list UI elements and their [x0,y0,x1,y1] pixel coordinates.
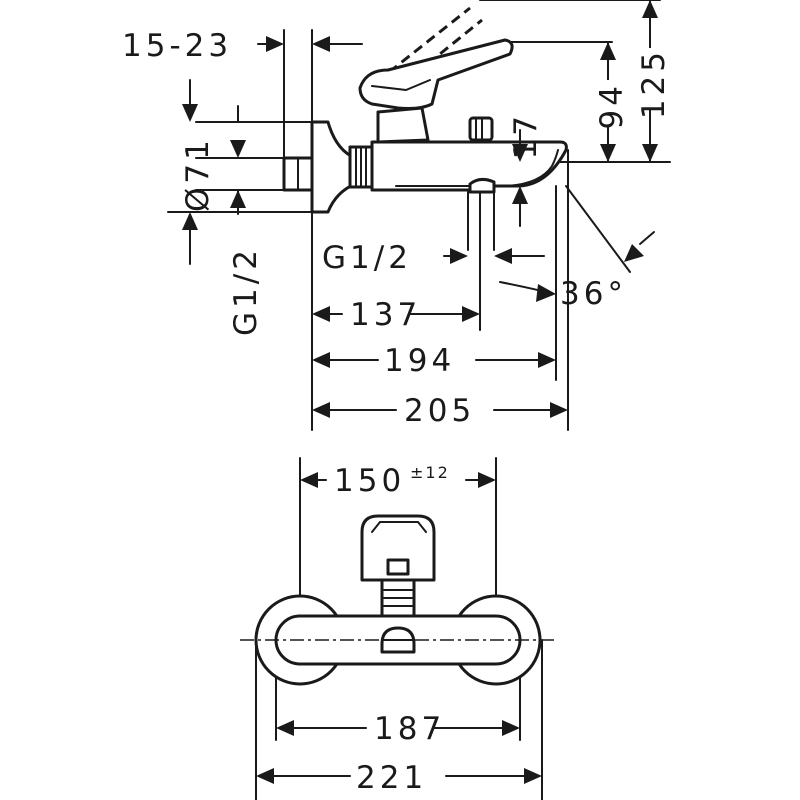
dim-g12-vertical: G1/2 [182,79,264,336]
dim-187: 187 [276,711,520,747]
dim-label-150: 150 [334,463,405,499]
dim-150: 150 ±12 [300,463,496,499]
dim-diameter-71: Ø71 [180,105,246,215]
outlet-nozzle [468,177,496,194]
dim-g12-horizontal: G1/2 [322,240,545,276]
dim-label-221: 221 [356,760,427,796]
dim-label-187: 187 [374,711,445,747]
dim-94: 94 [594,41,630,163]
dim-205: 205 [312,393,568,429]
dim-angle-36: 36° [499,231,655,312]
dim-15-23: 15-23 [122,28,363,64]
cartridge-column [376,106,430,144]
dim-label-194: 194 [384,343,455,379]
dim-label-g12-horizontal: G1/2 [322,240,412,276]
dim-125: 125 [636,0,672,163]
side-view: 15-23 125 94 17 [122,0,672,431]
dim-221: 221 [256,760,542,796]
dim-label-g12-vertical: G1/2 [228,246,264,336]
dim-label-205: 205 [404,393,475,429]
front-lever [360,514,436,582]
dim-label-125: 125 [636,48,672,119]
dim-label-94: 94 [594,82,630,129]
dim-194: 194 [312,343,556,379]
dim-label-diameter: Ø71 [180,136,216,212]
dim-label-15-23: 15-23 [122,28,232,64]
dim-label-angle: 36° [560,276,627,312]
dim-137: 137 [312,297,480,333]
front-view: 150 ±12 187 221 [240,457,556,800]
dim-label-150-tolerance: ±12 [410,463,450,482]
lever-handle [358,38,514,110]
dim-label-17: 17 [508,112,544,159]
dim-17: 17 [508,112,544,227]
dim-label-137: 137 [350,297,421,333]
